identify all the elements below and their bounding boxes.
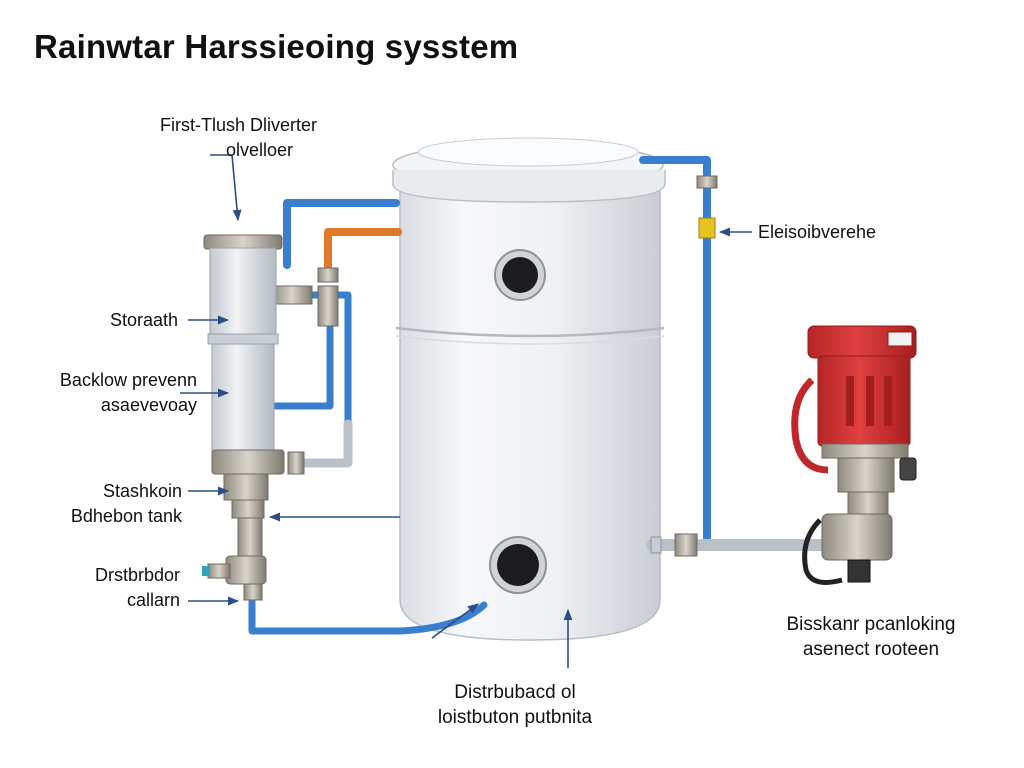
label-backflow-line1: Backlow prevenn (59, 370, 197, 390)
pump-assembly (791, 325, 917, 585)
label-stashkon-line1: Stashkoin (102, 481, 182, 501)
label-right-diverter: Eleisoibverehe (758, 222, 877, 242)
label-pump-line1: Bisskanr pcanloking (786, 614, 956, 635)
label-first-flush-line2: olvelloer (225, 140, 293, 160)
diagram-title: Rainwtar Harssieoing sysstem (34, 28, 519, 65)
label-distribution-left-line1: Drstbrbdor (94, 565, 180, 585)
label-first-flush-diverter: First-Tlush Dliverter olvelloer (160, 113, 317, 163)
label-distribution-left: Drstbrbdor callarn (95, 563, 180, 613)
label-pump-line2: asenect rooteen (802, 639, 940, 660)
label-stashkon-tank: Stashkoin Bdhebon tank (71, 479, 182, 529)
label-storage: Storaath (109, 310, 178, 330)
label-distribution-left-line2: callarn (126, 590, 180, 610)
pipe-fittings (271, 175, 718, 557)
label-bottom-distribution: Distrbubacd ol loistbuton putbnita (400, 680, 630, 730)
label-pump: Bisskanr pcanloking asenect rooteen (756, 612, 986, 662)
label-bottom-line1: Distrbubacd ol (454, 682, 576, 703)
callout-arrows (180, 154, 752, 668)
label-backflow-line2: asaevevoay (100, 395, 197, 415)
label-stashkon-line2: Bdhebon tank (70, 506, 182, 526)
storage-tank (392, 137, 666, 641)
label-backflow-preventer: Backlow prevenn asaevevoay (60, 368, 197, 418)
first-flush-filter (202, 234, 285, 601)
label-bottom-line2: loistbuton putbnita (437, 707, 593, 728)
label-first-flush-line1: First-Tlush Dliverter (159, 115, 317, 135)
